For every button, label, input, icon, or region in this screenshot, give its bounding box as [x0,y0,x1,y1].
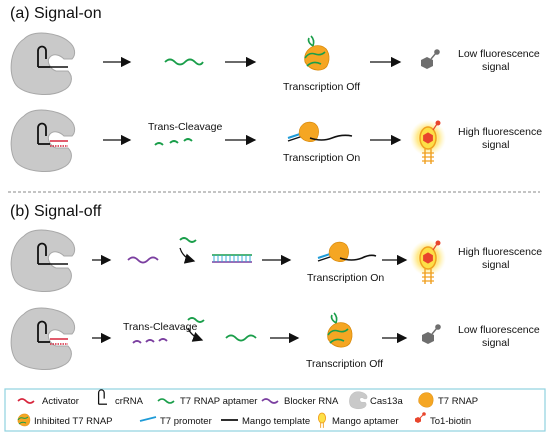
active-transcription [317,241,377,262]
mango-aptamer-bound [410,240,446,284]
inhibited-t7-rnap [304,35,330,71]
cleaved-blocker [132,338,168,344]
mango-aptamer-icon [317,412,327,428]
inhibited-t7-rnap [327,312,353,348]
cas13a-complex-b2 [10,307,76,370]
legend-t7-promoter: T7 promoter [160,416,212,427]
blocker-rna-icon [261,398,279,404]
low-fluorescence-label: Low fluorescence [458,48,540,60]
transcription-on-label: Transcription On [283,152,360,164]
to1-biotin-unbound [421,49,440,69]
low-fluorescence-label: Low fluorescence [458,324,540,336]
trans-cleavage-label: Trans-Cleavage [123,321,197,333]
t7-aptamer-icon [157,398,175,404]
transcription-off-label: Transcription Off [283,81,360,93]
arrow [187,327,204,342]
legend-blocker-rna: Blocker RNA [284,396,339,407]
to1-biotin-icon [415,412,426,423]
legend-mango-aptamer: Mango aptamer [332,416,399,427]
cas13a-complex-a1 [10,32,76,95]
legend-crrna: crRNA [115,396,144,407]
mango-aptamer-bound [410,120,446,164]
t7-aptamer-strand [164,58,204,66]
transcription-off-label: Transcription Off [306,358,383,370]
t7-promoter-icon [139,416,157,422]
section-title-signal-off: (b) Signal-off [10,203,102,220]
trans-cleavage-label: Trans-Cleavage [148,121,222,133]
aptamer-strand [187,317,205,323]
inhibited-t7-rnap-icon [17,413,31,427]
to1-biotin-unbound [422,324,441,344]
section-title-signal-on: (a) Signal-on [10,5,102,22]
high-fluorescence-signal: signal [482,139,509,151]
legend-inhibited-t7-rnap: Inhibited T7 RNAP [34,416,113,427]
legend-cas13a: Cas13a [370,396,403,407]
low-fluorescence-signal: signal [482,61,509,73]
active-transcription [287,121,353,142]
blocker-aptamer-duplex [212,254,252,263]
cleaved-aptamer [154,138,193,146]
legend-t7-rnap: T7 RNAP [438,396,478,407]
legend-to1-biotin: To1-biotin [430,416,471,427]
transcription-on-label: Transcription On [307,272,384,284]
high-fluorescence-label: High fluorescence [458,126,542,138]
high-fluorescence-label: High fluorescence [458,246,542,258]
legend-box [4,388,546,432]
activator-icon [17,398,35,404]
blocker-rna-strand [127,256,159,264]
legend-mango-template: Mango template [242,416,310,427]
low-fluorescence-signal: signal [482,337,509,349]
arrow [179,247,196,264]
cas13a-complex-a2 [10,109,76,172]
cas13a-complex-b1 [10,229,76,292]
t7-rnap-icon [418,392,434,408]
aptamer-strand [179,237,197,243]
free-aptamer-strand [225,334,257,342]
legend-activator: Activator [42,396,79,407]
high-fluorescence-signal: signal [482,259,509,271]
legend: Activator crRNA T7 RNAP aptamer Blocker … [17,389,478,428]
legend-t7-aptamer: T7 RNAP aptamer [180,396,257,407]
